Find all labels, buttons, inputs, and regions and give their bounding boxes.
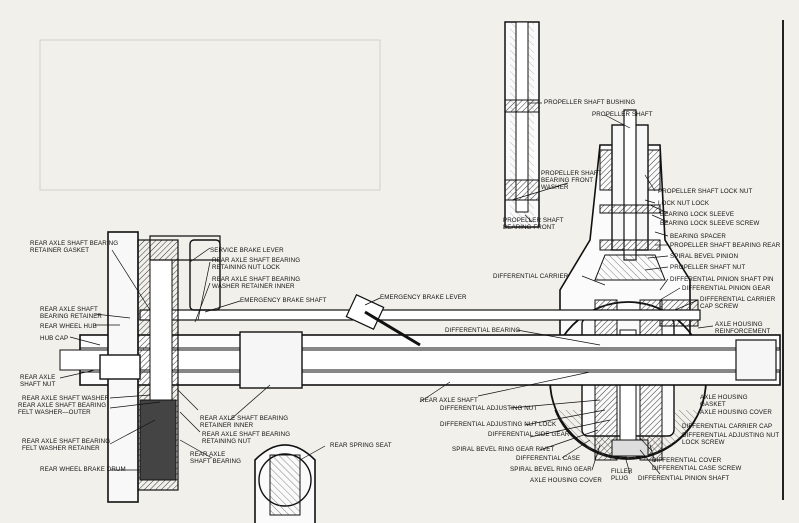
label-differential-carrier-cap: DIFFERENTIAL CARRIER CAP — [682, 423, 773, 430]
label-differential-side-gear: DIFFERENTIAL SIDE GEAR — [488, 431, 570, 438]
label-bearing-spacer: BEARING SPACER — [670, 233, 726, 240]
label-spiral-bevel-ring-gear-rivet: SPIRAL BEVEL RING GEAR RIVET — [452, 446, 555, 453]
label-axle-housing-gasket: AXLE HOUSING GASKET — [700, 394, 748, 408]
label-differential-adjusting-nut-lock: DIFFERENTIAL ADJUSTING NUT LOCK — [440, 421, 557, 428]
label-propeller-shaft: PROPELLER SHAFT — [592, 111, 653, 118]
label-rear-axle-shaft-nut: REAR AXLE SHAFT NUT — [20, 374, 56, 388]
label-differential-carrier: DIFFERENTIAL CARRIER — [493, 273, 569, 280]
label-rear-axle-shaft-washer: REAR AXLE SHAFT WASHER — [22, 395, 110, 402]
label-propeller-shaft-nut: PROPELLER SHAFT NUT — [670, 264, 746, 271]
label-differential-pinion-gear: DIFFERENTIAL PINION GEAR — [682, 285, 771, 292]
label-rear-axle-shaft-bearing-retainer-gasket: REAR AXLE SHAFT BEARING RETAINER GASKET — [30, 240, 119, 254]
rear-spring-seat — [254, 444, 316, 523]
label-bearing-lock-sleeve-screw: BEARING LOCK SLEEVE SCREW — [660, 220, 760, 227]
label-spiral-bevel-ring-gear: SPIRAL BEVEL RING GEAR — [510, 466, 592, 473]
label-rear-axle-shaft-bearing-retaining-nut: REAR AXLE SHAFT BEARING RETAINING NUT — [202, 431, 291, 445]
label-hub-cap: HUB CAP — [40, 335, 69, 342]
label-rear-axle-shaft-bearing-felt-washer-outer: REAR AXLE SHAFT BEARING FELT WASHER—OUTE… — [18, 402, 107, 416]
label-propeller-shaft-bearing-rear: PROPELLER SHAFT BEARING REAR — [670, 242, 781, 249]
label-propeller-shaft-bushing: PROPELLER SHAFT BUSHING — [544, 99, 636, 106]
label-rear-axle-shaft: REAR AXLE SHAFT — [420, 397, 478, 404]
label-propeller-shaft-lock-nut: PROPELLER SHAFT LOCK NUT — [658, 188, 753, 195]
label-differential-pinion-shaft-bottom: DIFFERENTIAL PINION SHAFT — [638, 475, 730, 482]
label-differential-case-screw: DIFFERENTIAL CASE SCREW — [652, 465, 742, 472]
label-emergency-brake-lever: EMERGENCY BRAKE LEVER — [380, 294, 467, 301]
label-rear-axle-shaft-bearing-washer-retainer-inner: REAR AXLE SHAFT BEARING WASHER RETAINER … — [212, 276, 301, 290]
label-differential-case: DIFFERENTIAL CASE — [516, 455, 581, 462]
axle-housing-tube — [59, 331, 781, 389]
label-propeller-shaft-bearing-front-washer: PROPELLER SHAFT BEARING FRONT WASHER — [541, 170, 602, 191]
label-rear-wheel-hub: REAR WHEEL HUB — [40, 323, 97, 330]
label-differential-cover: DIFFERENTIAL COVER — [652, 457, 722, 464]
label-propeller-shaft-bearing-front: PROPELLER SHAFT BEARING FRONT — [503, 217, 564, 231]
differential-carrier — [559, 109, 691, 346]
label-rear-axle-shaft-bearing: REAR AXLE SHAFT BEARING — [190, 451, 242, 465]
label-rear-wheel-brake-drum: REAR WHEEL BRAKE DRUM — [40, 466, 126, 473]
label-differential-adjusting-nut: DIFFERENTIAL ADJUSTING NUT — [440, 405, 538, 412]
label-rear-axle-shaft-bearing-retaining-nut-lock: REAR AXLE SHAFT BEARING RETAINING NUT LO… — [212, 257, 301, 271]
faint-ghost-panel — [39, 39, 381, 191]
label-service-brake-lever: SERVICE BRAKE LEVER — [210, 247, 284, 254]
label-emergency-brake-shaft: EMERGENCY BRAKE SHAFT — [240, 297, 327, 304]
label-axle-housing-cover-bottom: AXLE HOUSING COVER — [530, 477, 602, 484]
label-filler-plug: FILLER PLUG — [611, 468, 633, 482]
label-differential-adjusting-nut-lock-screw: DIFFERENTIAL ADJUSTING NUT LOCK SCREW — [682, 432, 780, 446]
label-rear-axle-shaft-bearing-felt-washer-retainer: REAR AXLE SHAFT BEARING FELT WASHER RETA… — [22, 438, 111, 452]
label-rear-axle-shaft-bearing-retainer: REAR AXLE SHAFT BEARING RETAINER — [40, 306, 102, 320]
label-spiral-bevel-pinion: SPIRAL BEVEL PINION — [670, 253, 739, 260]
label-axle-housing-reinforcement: AXLE HOUSING REINFORCEMENT — [715, 321, 771, 335]
propeller-shaft-tube — [504, 21, 540, 228]
label-lock-nut-lock: LOCK NUT LOCK — [658, 200, 710, 207]
label-bearing-lock-sleeve: BEARING LOCK SLEEVE — [660, 211, 735, 218]
label-axle-housing-cover: AXLE HOUSING COVER — [700, 409, 772, 416]
leader-lines — [59, 102, 714, 475]
label-differential-carrier-cap-screw: DIFFERENTIAL CARRIER CAP SCREW — [700, 296, 776, 310]
label-rear-spring-seat: REAR SPRING SEAT — [330, 442, 392, 449]
wheel-hub-brake-drum — [99, 231, 221, 503]
label-differential-pinion-shaft-pin: DIFFERENTIAL PINION SHAFT PIN — [670, 276, 774, 283]
label-differential-bearing: DIFFERENTIAL BEARING — [445, 327, 521, 334]
label-rear-axle-shaft-bearing-retainer-inner: REAR AXLE SHAFT BEARING RETAINER INNER — [200, 415, 289, 429]
